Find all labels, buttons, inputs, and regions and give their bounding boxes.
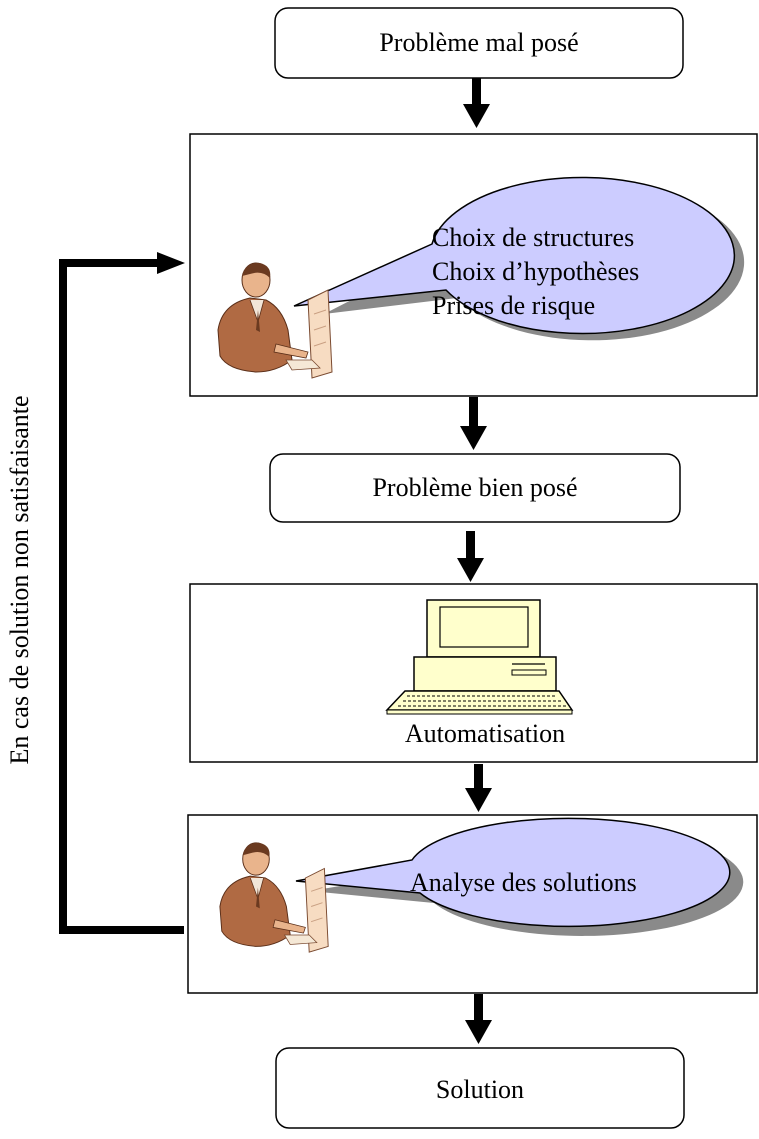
arrow-4 xyxy=(465,764,492,812)
callout-modeling: Choix de structures Choix d’hypothèses P… xyxy=(293,176,745,341)
feedback-label: En cas de solution non satisfaisante xyxy=(5,396,34,765)
person-at-computer-icon xyxy=(219,842,329,953)
feedback-loop-arrow xyxy=(59,252,185,934)
person-at-computer-icon xyxy=(217,262,333,379)
box-automation: Automatisation xyxy=(189,583,758,763)
node-well-posed-label: Problème bien posé xyxy=(372,473,577,502)
callout-analysis-bubble xyxy=(295,817,731,928)
node-solution: Solution xyxy=(275,1047,685,1129)
node-solution-label: Solution xyxy=(436,1075,524,1104)
callout-analysis: Analyse des solutions xyxy=(295,817,744,936)
node-ill-posed-label: Problème mal posé xyxy=(379,28,578,57)
callout-modeling-line-2: Choix d’hypothèses xyxy=(432,257,639,286)
node-well-posed: Problème bien posé xyxy=(269,453,681,523)
arrow-2 xyxy=(460,397,487,450)
node-automation-label: Automatisation xyxy=(405,719,565,748)
callout-modeling-bubble xyxy=(293,176,736,335)
callout-modeling-line-1: Choix de structures xyxy=(432,223,634,252)
arrow-3 xyxy=(457,531,484,582)
arrow-5 xyxy=(465,994,492,1044)
arrow-1 xyxy=(463,78,490,128)
computer-icon xyxy=(385,599,574,715)
callout-analysis-text: Analyse des solutions xyxy=(410,868,637,897)
node-ill-posed: Problème mal posé xyxy=(274,7,684,79)
callout-modeling-line-3: Prises de risque xyxy=(432,291,595,320)
